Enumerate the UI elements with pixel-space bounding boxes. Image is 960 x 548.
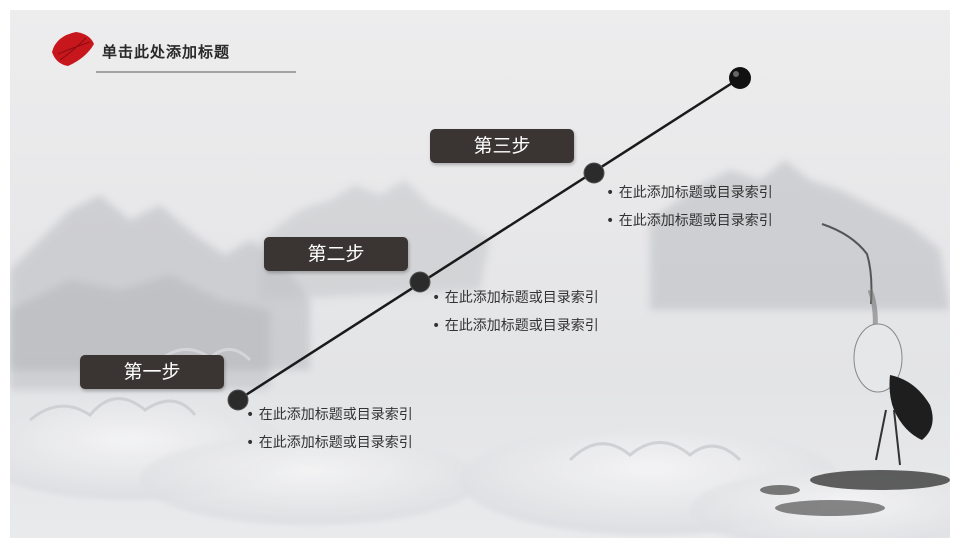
timeline-node-3 <box>583 162 605 184</box>
header-decoration <box>52 32 296 73</box>
step-2-bullet-1[interactable]: • 在此添加标题或目录索引 <box>432 290 599 306</box>
slide: 单击此处添加标题 第一步 • 在此添加标题或目录索引 • 在此添加标题或目录索引… <box>10 10 950 538</box>
umbrella-icon <box>52 32 94 66</box>
bullet-dot-icon: • <box>432 290 445 306</box>
timeline-node-2 <box>409 271 431 293</box>
step-1-bullet-2[interactable]: • 在此添加标题或目录索引 <box>246 435 413 451</box>
bullet-dot-icon: • <box>432 318 445 334</box>
bullet-dot-icon: • <box>606 185 619 201</box>
timeline <box>227 67 751 411</box>
step-1-label[interactable]: 第一步 <box>80 355 224 389</box>
mountains-illustration <box>10 160 950 390</box>
timeline-line <box>237 76 741 402</box>
step-2-label[interactable]: 第二步 <box>264 237 408 271</box>
bullet-dot-icon: • <box>606 213 619 229</box>
timeline-node-1 <box>227 389 249 411</box>
step-3-bullet-1[interactable]: • 在此添加标题或目录索引 <box>606 185 773 201</box>
timeline-end-node <box>729 67 751 89</box>
step-2-bullet-2[interactable]: • 在此添加标题或目录索引 <box>432 318 599 334</box>
bullet-dot-icon: • <box>246 435 259 451</box>
step-3-bullet-2[interactable]: • 在此添加标题或目录索引 <box>606 213 773 229</box>
crane-illustration <box>760 223 950 516</box>
ink-wash-background <box>10 160 950 538</box>
step-1-bullet-1[interactable]: • 在此添加标题或目录索引 <box>246 407 413 423</box>
step-3-label[interactable]: 第三步 <box>430 129 574 163</box>
slide-title[interactable]: 单击此处添加标题 <box>102 43 231 61</box>
bullet-dot-icon: • <box>246 407 259 423</box>
